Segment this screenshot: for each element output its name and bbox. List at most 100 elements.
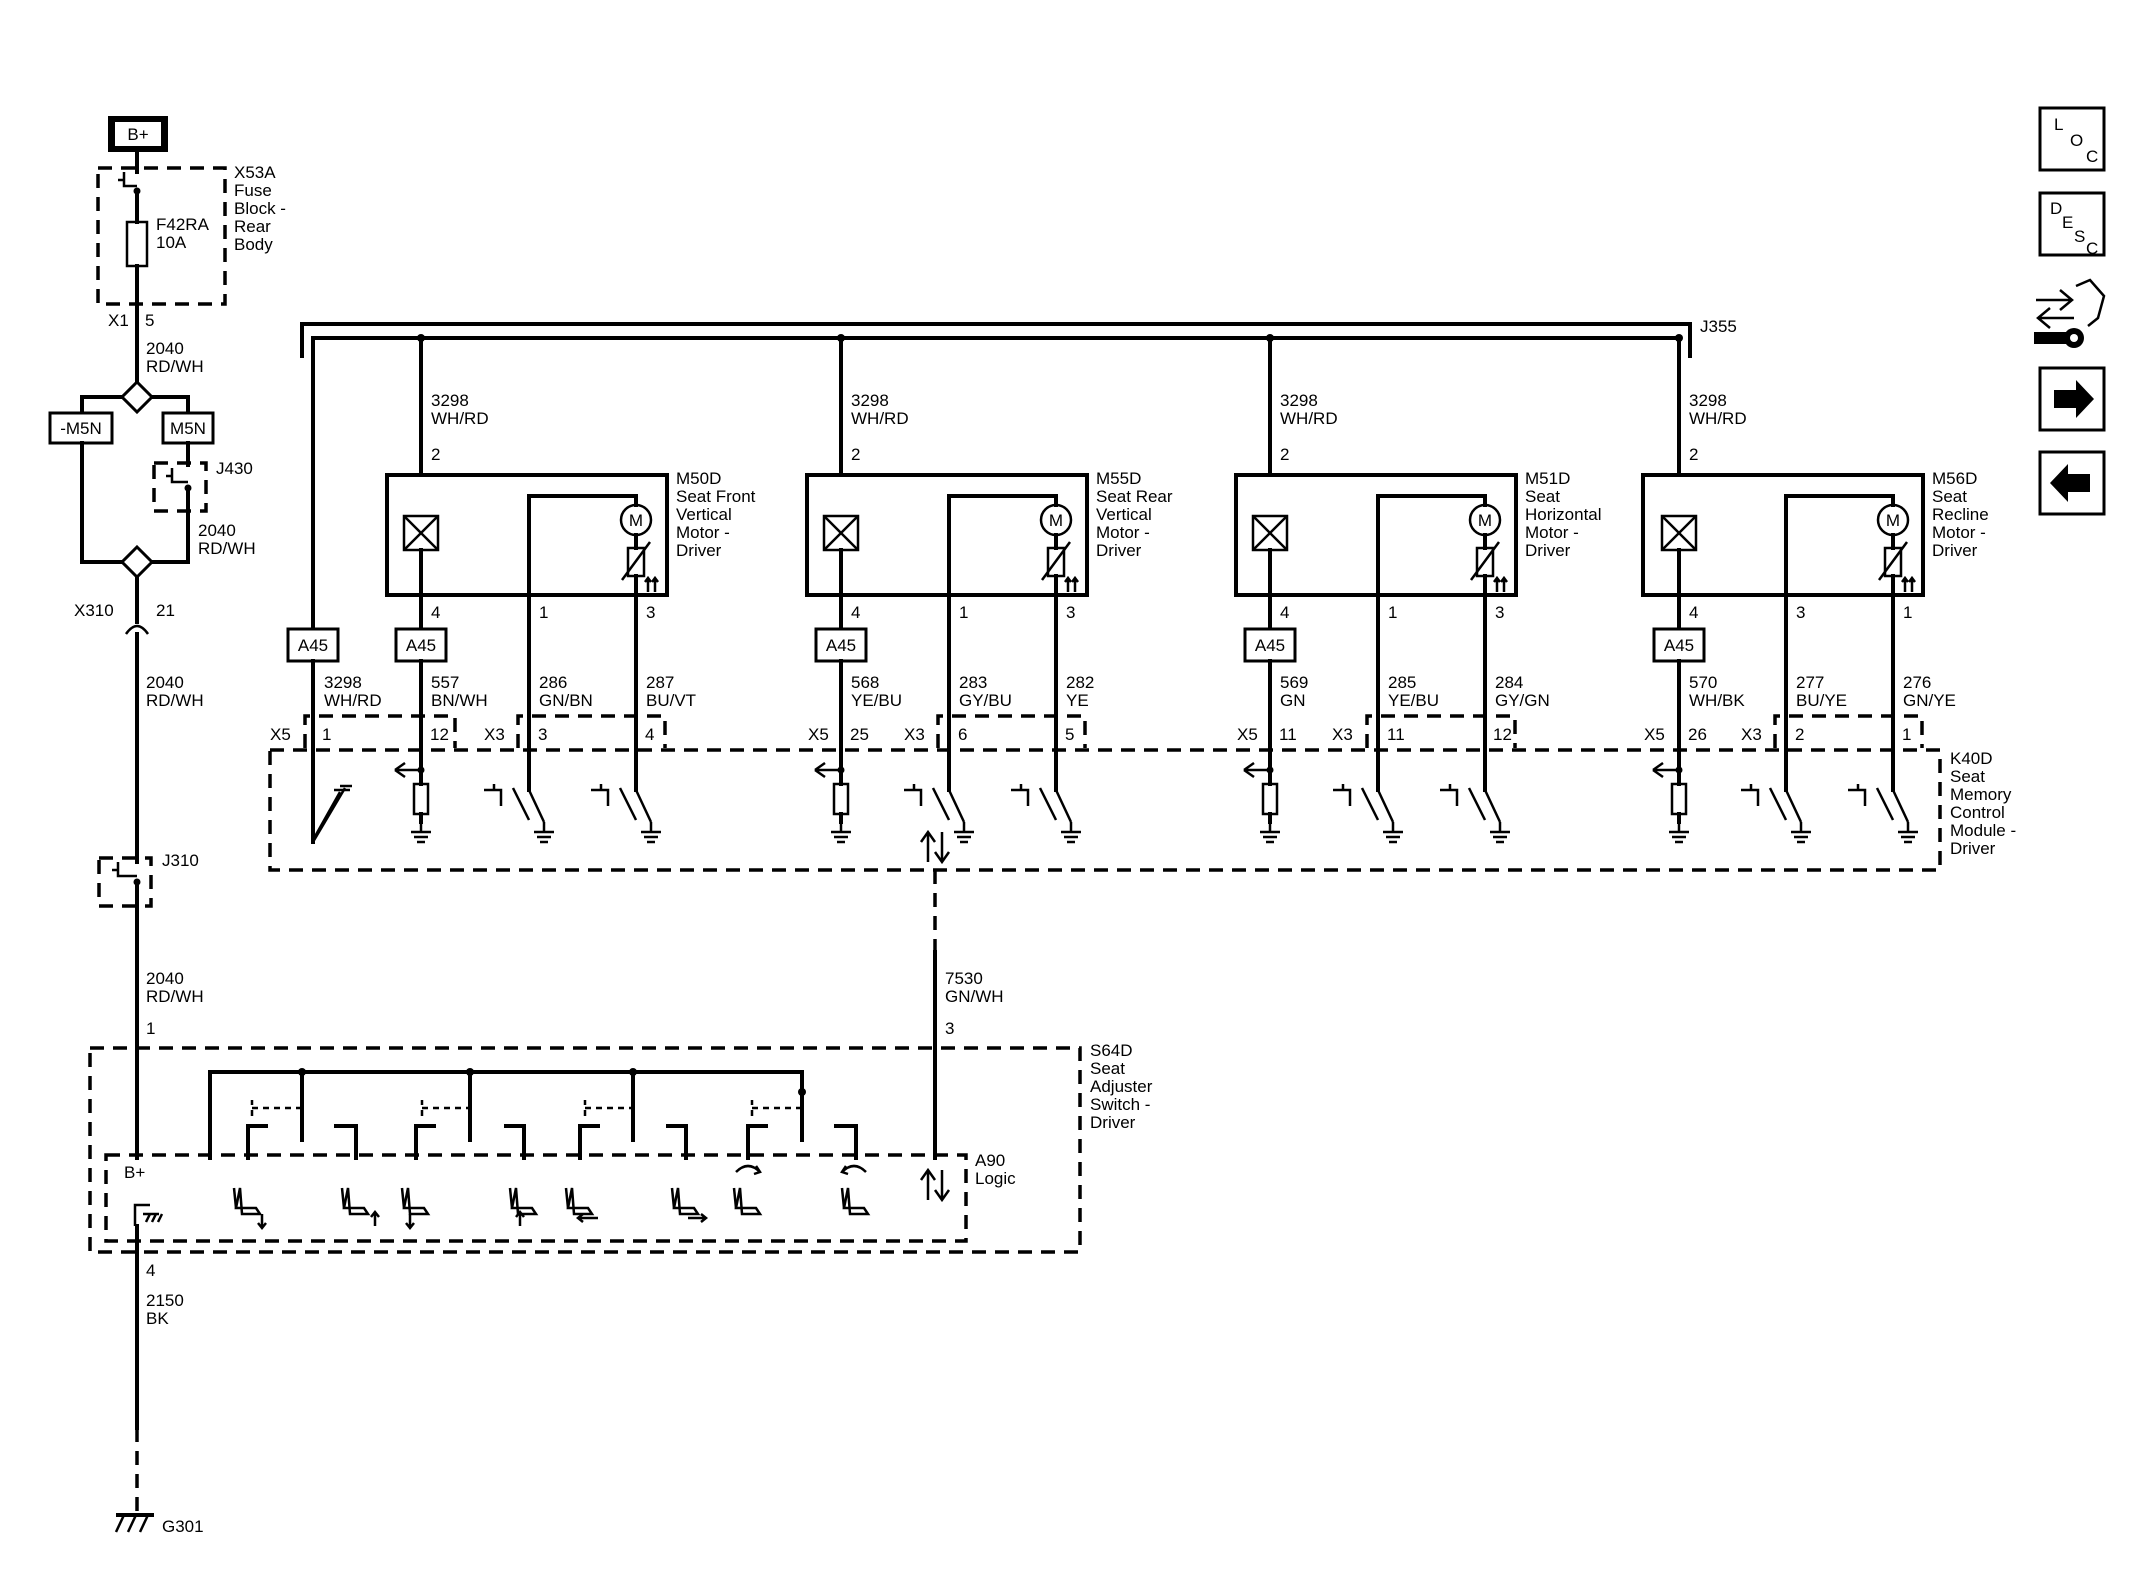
desc-icon[interactable]: D E S C: [2038, 191, 2106, 258]
svg-text:Module -: Module -: [1950, 821, 2016, 840]
svg-text:21: 21: [156, 601, 175, 620]
svg-text:Control: Control: [1950, 803, 2005, 822]
svg-text:569: 569: [1280, 673, 1308, 692]
svg-text:WH/RD: WH/RD: [324, 691, 382, 710]
svg-text:J355: J355: [1700, 317, 1737, 336]
svg-text:BU/VT: BU/VT: [646, 691, 696, 710]
motor-m51d: 3298 WH/RD 2 M M51D Seat Horizontal Moto…: [1234, 336, 1602, 792]
svg-text:X5: X5: [1644, 725, 1665, 744]
ground-icon: [1258, 820, 1282, 844]
svg-text:S: S: [2074, 227, 2085, 246]
svg-text:5: 5: [145, 311, 154, 330]
svg-text:Driver: Driver: [1932, 541, 1978, 560]
svg-text:F42RA: F42RA: [156, 215, 210, 234]
svg-text:557: 557: [431, 673, 459, 692]
svg-text:Motor -: Motor -: [1932, 523, 1986, 542]
svg-text:Adjuster: Adjuster: [1090, 1077, 1153, 1096]
ground-icon: [1488, 820, 1512, 844]
svg-text:282: 282: [1066, 673, 1094, 692]
svg-text:M: M: [629, 511, 643, 530]
next-arrow-icon[interactable]: [2038, 366, 2106, 432]
svg-text:GN: GN: [1280, 691, 1306, 710]
svg-text:Switch -: Switch -: [1090, 1095, 1150, 1114]
svg-text:4: 4: [1280, 603, 1289, 622]
svg-text:1: 1: [322, 725, 331, 744]
svg-text:Seat: Seat: [1525, 487, 1560, 506]
svg-text:2040: 2040: [146, 673, 184, 692]
svg-text:4: 4: [851, 603, 860, 622]
svg-text:Seat: Seat: [1090, 1059, 1125, 1078]
svg-text:A90: A90: [975, 1151, 1005, 1170]
svg-text:G301: G301: [162, 1517, 204, 1536]
svg-text:5: 5: [1065, 725, 1074, 744]
svg-text:M: M: [1478, 511, 1492, 530]
loc-icon[interactable]: L O C: [2038, 106, 2106, 172]
svg-text:Seat Front: Seat Front: [676, 487, 756, 506]
svg-text:A45: A45: [406, 636, 436, 655]
svg-text:C: C: [2086, 239, 2098, 258]
svg-text:Vertical: Vertical: [676, 505, 732, 524]
battery-terminal: B+: [108, 116, 168, 152]
svg-text:3: 3: [945, 1019, 954, 1038]
svg-text:M: M: [1049, 511, 1063, 530]
svg-text:C: C: [2086, 147, 2098, 166]
svg-text:A45: A45: [1664, 636, 1694, 655]
connector-view-icon[interactable]: [2034, 278, 2106, 348]
ground-icon: [1896, 820, 1920, 844]
svg-text:1: 1: [146, 1019, 155, 1038]
svg-text:WH/RD: WH/RD: [431, 409, 489, 428]
ground-icon: [829, 820, 853, 844]
svg-text:570: 570: [1689, 673, 1717, 692]
svg-text:Fuse: Fuse: [234, 181, 272, 200]
svg-text:26: 26: [1688, 725, 1707, 744]
svg-text:A45: A45: [298, 636, 328, 655]
svg-text:2: 2: [1280, 445, 1289, 464]
svg-text:3: 3: [1066, 603, 1075, 622]
svg-text:RD/WH: RD/WH: [198, 539, 256, 558]
svg-text:12: 12: [430, 725, 449, 744]
svg-text:Rear: Rear: [234, 217, 271, 236]
svg-text:2: 2: [1689, 445, 1698, 464]
svg-text:K40D: K40D: [1950, 749, 1993, 768]
svg-text:J430: J430: [216, 459, 253, 478]
svg-text:X53A: X53A: [234, 163, 276, 182]
prev-arrow-icon[interactable]: [2038, 450, 2106, 516]
svg-text:10A: 10A: [156, 233, 187, 252]
svg-text:Driver: Driver: [1090, 1113, 1136, 1132]
svg-text:3298: 3298: [851, 391, 889, 410]
a45-connector: [286, 627, 340, 663]
svg-text:BK: BK: [146, 1309, 169, 1328]
svg-text:Vertical: Vertical: [1096, 505, 1152, 524]
svg-text:3298: 3298: [1689, 391, 1727, 410]
svg-text:WH/RD: WH/RD: [1689, 409, 1747, 428]
svg-text:286: 286: [539, 673, 567, 692]
svg-text:GY/BU: GY/BU: [959, 691, 1012, 710]
svg-text:2040: 2040: [146, 969, 184, 988]
svg-text:D: D: [2050, 199, 2062, 218]
svg-text:287: 287: [646, 673, 674, 692]
svg-text:X3: X3: [1332, 725, 1353, 744]
svg-text:3: 3: [1495, 603, 1504, 622]
svg-text:X5: X5: [1237, 725, 1258, 744]
svg-text:YE: YE: [1066, 691, 1089, 710]
svg-text:S64D: S64D: [1090, 1041, 1133, 1060]
svg-text:BN/WH: BN/WH: [431, 691, 488, 710]
svg-text:BU/YE: BU/YE: [1796, 691, 1847, 710]
svg-text:277: 277: [1796, 673, 1824, 692]
splice-j310: J310: [97, 851, 199, 908]
splice-bus-j355: J355: [300, 317, 1737, 358]
svg-text:1: 1: [1903, 603, 1912, 622]
svg-text:GN/YE: GN/YE: [1903, 691, 1956, 710]
svg-text:2040: 2040: [198, 521, 236, 540]
svg-text:X310: X310: [74, 601, 114, 620]
svg-text:GY/GN: GY/GN: [1495, 691, 1550, 710]
svg-text:A45: A45: [1255, 636, 1285, 655]
svg-text:Logic: Logic: [975, 1169, 1016, 1188]
svg-text:A45: A45: [826, 636, 856, 655]
svg-text:M50D: M50D: [676, 469, 721, 488]
svg-text:6: 6: [958, 725, 967, 744]
switch-icon: [118, 172, 137, 188]
ground-icon: [532, 820, 556, 844]
ground-icon: [1381, 820, 1405, 844]
